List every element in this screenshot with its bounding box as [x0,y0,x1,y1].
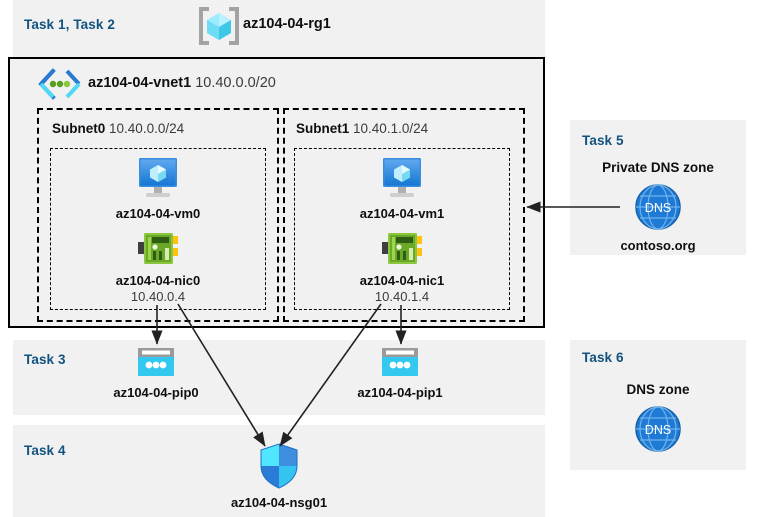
subnet0-container [37,108,279,322]
subnet1-cidr: 10.40.1.0/24 [353,121,429,136]
task-label-4: Task 4 [24,443,66,458]
task-label-1-2: Task 1, Task 2 [24,17,115,32]
public-ip-address-icon [348,346,452,385]
virtual-network-name: az104-04-vnet1 [88,75,192,91]
subnet1-container [283,108,525,322]
subnet0-resources-box [50,148,266,310]
pip0-name: az104-04-pip0 [113,385,199,400]
nsg-node: az104-04-nsg01 [219,442,339,511]
nic0-name: az104-04-nic0 [115,273,201,288]
resource-group-name: az104-04-rg1 [243,16,331,32]
virtual-network-container [8,57,545,328]
task-label-3: Task 3 [24,352,66,367]
virtual-network-title: az104-04-vnet1 10.40.0.0/20 [88,75,276,91]
subnet0-title: Subnet0 10.40.0.0/24 [52,121,184,136]
nic0-private-ip: 10.40.0.4 [130,289,186,304]
pip1-name: az104-04-pip1 [357,385,443,400]
resource-group-band [13,0,545,57]
subnet1-title: Subnet1 10.40.1.0/24 [296,121,428,136]
pip1-node: az104-04-pip1 [348,346,452,401]
task3-panel [13,340,545,415]
task-label-6: Task 6 [582,350,624,365]
subnet0-cidr: 10.40.0.0/24 [109,121,185,136]
vm1-name: az104-04-vm1 [359,206,445,221]
task-label-5: Task 5 [582,133,624,148]
private-dns-zone-heading: Private DNS zone [602,160,714,175]
dns-zone-icon: DNS [598,182,718,237]
subnet1-name: Subnet1 [296,121,350,136]
public-ip-address-icon [104,346,208,385]
dns-zone-heading: DNS zone [626,382,690,397]
private-dns-zone-name: contoso.org [620,238,696,253]
nic0-node: az104-04-nic0 10.40.0.4 [108,230,208,305]
vm0-name: az104-04-vm0 [115,206,201,221]
resource-group-icon [197,6,241,51]
subnet0-name: Subnet0 [52,121,106,136]
vm0-node: az104-04-vm0 [108,155,208,222]
dns-zone-node: DNS [598,404,718,459]
nic1-name: az104-04-nic1 [359,273,445,288]
dns-icon-text: DNS [645,423,671,437]
private-dns-zone-node: DNS contoso.org [598,182,718,254]
nic1-private-ip: 10.40.1.4 [374,289,430,304]
vm1-node: az104-04-vm1 [352,155,452,222]
pip0-node: az104-04-pip0 [104,346,208,401]
network-interface-icon [352,230,452,273]
subnet1-resources-box [294,148,510,310]
virtual-machine-icon [108,155,208,206]
virtual-machine-icon [352,155,452,206]
network-security-group-icon [219,442,339,495]
nic1-node: az104-04-nic1 10.40.1.4 [352,230,452,305]
dns-icon-text: DNS [645,201,671,215]
virtual-network-icon [36,66,84,107]
nsg-name: az104-04-nsg01 [230,495,328,510]
virtual-network-cidr: 10.40.0.0/20 [195,75,276,91]
dns-zone-icon: DNS [598,404,718,459]
network-interface-icon [108,230,208,273]
